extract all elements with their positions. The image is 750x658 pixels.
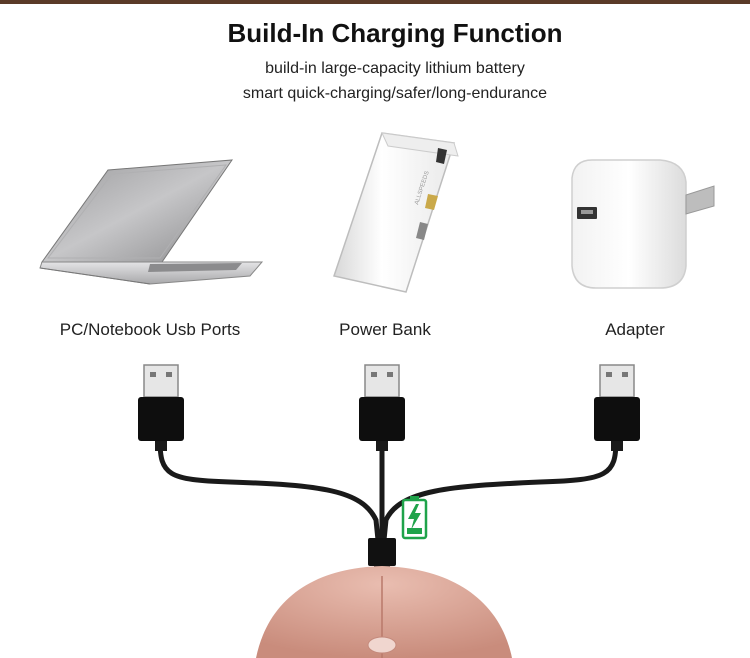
micro-usb-connector [368, 538, 396, 566]
usb-adapter-icon [571, 159, 715, 289]
usb-plug-middle [359, 364, 405, 451]
battery-charging-icon [401, 496, 428, 540]
usb-plug-right [594, 364, 640, 451]
power-bank-icon: ALLSPEEDS [333, 132, 459, 293]
usb-plug-left [138, 364, 184, 451]
subtitle-line-1: build-in large-capacity lithium battery [265, 60, 525, 77]
laptop-icon [39, 159, 264, 285]
device-label-adapter: Adapter [605, 320, 665, 339]
top-border [0, 0, 750, 4]
device-label-pc: PC/Notebook Usb Ports [59, 320, 241, 339]
device-label-power-bank: Power Bank [339, 320, 431, 339]
usb-cables [157, 437, 619, 543]
page-title: Build-In Charging Function [227, 18, 563, 48]
subtitle-line-2: smart quick-charging/safer/long-enduranc… [242, 85, 548, 102]
mouse-icon [256, 566, 512, 658]
